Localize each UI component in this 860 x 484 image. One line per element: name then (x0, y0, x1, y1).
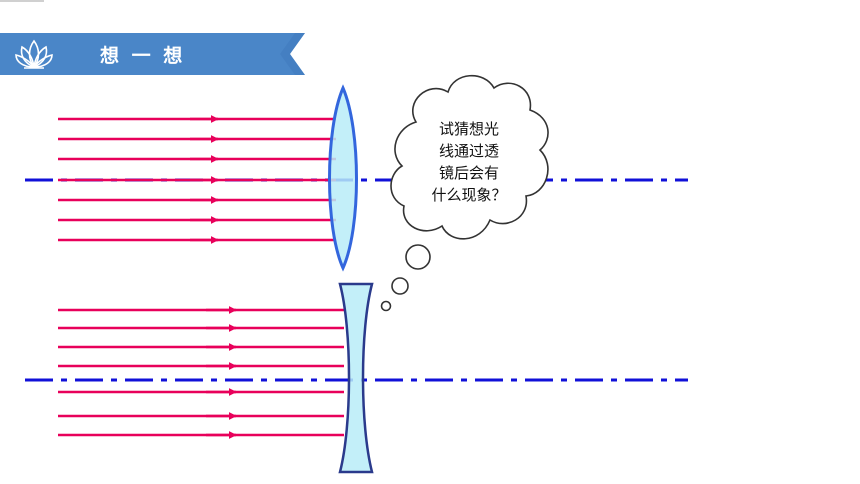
concave-lens (338, 282, 374, 474)
lotus-logo-icon (15, 39, 53, 69)
banner-background (0, 33, 305, 75)
thought-bubble (390, 74, 549, 240)
convex-lens (328, 84, 358, 272)
bubble-line: 试猜想光 (438, 120, 499, 138)
bubble-line: 什么现象？ (431, 186, 507, 204)
section-banner: 想 一 想 (0, 33, 310, 75)
concave-ray-arrows (206, 306, 237, 439)
corner-decoration (0, 0, 44, 2)
bubble-line: 线通过透 (438, 142, 499, 160)
thought-dot-small (380, 300, 392, 312)
bubble-line: 镜后会有 (438, 164, 499, 182)
concave-rays (58, 308, 344, 437)
bubble-question: 试猜想光 线通过透 镜后会有 什么现象？ (413, 118, 525, 206)
thought-dot-large (405, 244, 431, 270)
thought-dot-medium (391, 277, 409, 295)
banner-title: 想 一 想 (100, 45, 186, 67)
convex-ray-arrows (190, 115, 219, 244)
